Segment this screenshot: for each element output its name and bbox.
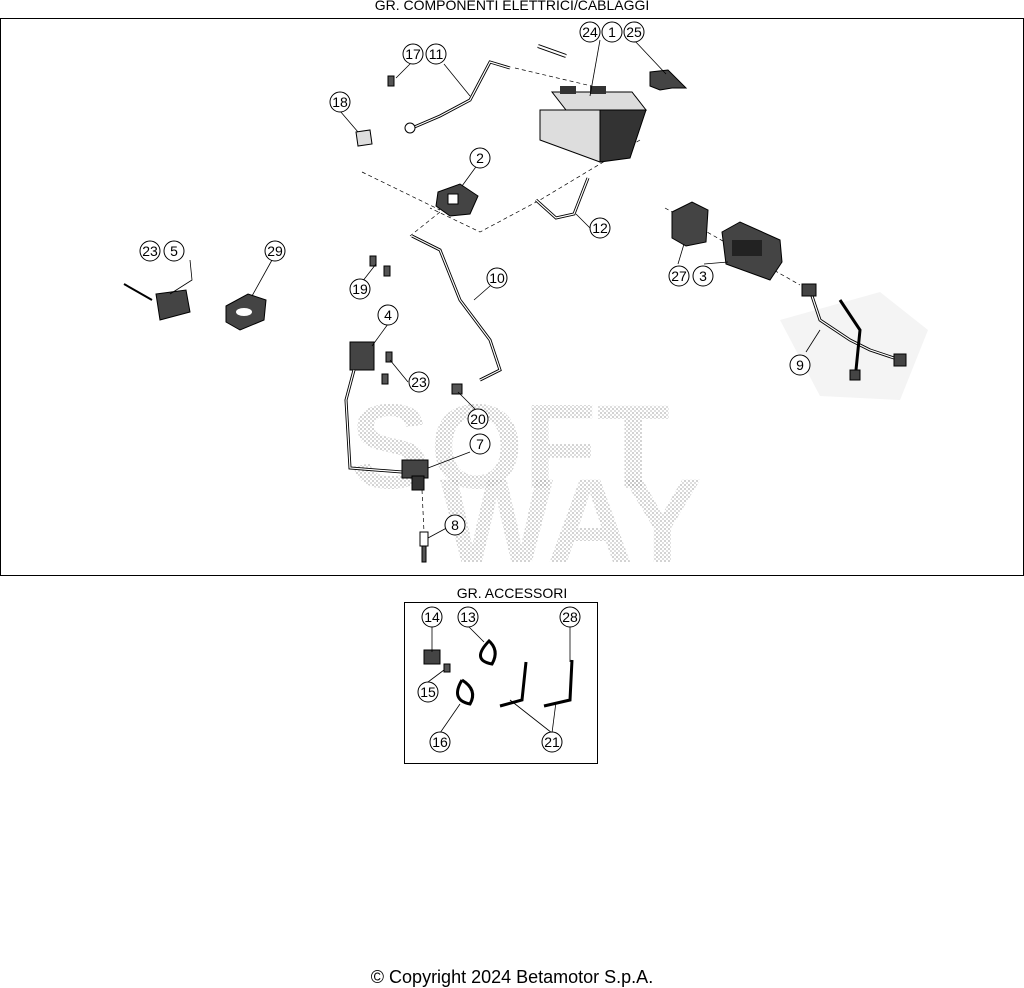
- callout-12: 12: [589, 217, 611, 239]
- callout-25: 25: [623, 21, 645, 43]
- electrical-section-title: GR. COMPONENTI ELETTRICI/CABLAGGI: [374, 0, 650, 13]
- watermark-line1: SOFT: [350, 380, 670, 514]
- main-harness-part: [411, 234, 502, 382]
- svg-text:12: 12: [592, 220, 608, 236]
- svg-text:8: 8: [451, 517, 459, 533]
- screws-part: [369, 255, 391, 277]
- sensor-part: [123, 283, 191, 321]
- svg-text:20: 20: [470, 411, 486, 427]
- svg-text:25: 25: [626, 24, 642, 40]
- svg-text:19: 19: [352, 281, 368, 297]
- accessories-parts: [423, 638, 574, 708]
- spark-plug-cap-part: [401, 459, 429, 491]
- bolt-part: [537, 44, 567, 58]
- svg-text:23: 23: [142, 243, 158, 259]
- accessories-section-title: GR. ACCESSORI: [456, 585, 568, 601]
- svg-text:4: 4: [384, 307, 392, 323]
- callout-9: 9: [789, 354, 811, 376]
- callout-4: 4: [377, 304, 399, 326]
- svg-text:9: 9: [796, 357, 804, 373]
- copyright-footer: © Copyright 2024 Betamotor S.p.A.: [370, 967, 654, 987]
- callout-8: 8: [444, 514, 466, 536]
- callout-17: 17: [402, 43, 424, 65]
- svg-text:27: 27: [671, 268, 687, 284]
- callout-23a: 23: [139, 240, 161, 262]
- watermark-line2: WAY: [440, 454, 702, 588]
- bracket-part: [423, 649, 441, 665]
- nut-part: [451, 383, 463, 395]
- cdi-unit-part: [721, 221, 783, 281]
- callout-5: 5: [163, 240, 185, 262]
- clamp-part: [456, 678, 475, 706]
- accessories-diagram-frame: [404, 602, 598, 764]
- battery-cable-part: [404, 60, 511, 134]
- svg-text:16: 16: [432, 734, 448, 750]
- svg-text:5: 5: [170, 243, 178, 259]
- sub-harness-part: [780, 283, 928, 400]
- callout-13: 13: [457, 606, 479, 628]
- ignition-coil-part: [344, 341, 403, 474]
- callouts: 24 1 25 17 11 18 2 12 23 5 29 19 10 27 3…: [139, 21, 811, 753]
- svg-text:14: 14: [424, 609, 440, 625]
- watermark: SOFT WAY: [350, 380, 702, 588]
- callout-19: 19: [349, 278, 371, 300]
- callout-23b: 23: [408, 371, 430, 393]
- relay-part: [435, 183, 479, 217]
- callout-28: 28: [559, 606, 581, 628]
- svg-text:13: 13: [460, 609, 476, 625]
- svg-text:24: 24: [582, 24, 598, 40]
- svg-text:1: 1: [608, 24, 616, 40]
- terminal-cover-part: [649, 69, 688, 91]
- callout-14: 14: [421, 606, 443, 628]
- callout-21: 21: [541, 731, 563, 753]
- svg-text:15: 15: [420, 684, 436, 700]
- screw-part: [443, 663, 451, 673]
- callout-11: 11: [425, 43, 447, 65]
- callout-29: 29: [264, 240, 286, 262]
- svg-text:18: 18: [332, 94, 348, 110]
- svg-text:17: 17: [405, 46, 421, 62]
- svg-text:7: 7: [476, 436, 484, 452]
- clamp-part: [479, 638, 497, 666]
- callout-24: 24: [579, 21, 601, 43]
- svg-text:29: 29: [267, 243, 283, 259]
- holder-part: [543, 659, 574, 708]
- svg-text:21: 21: [544, 734, 560, 750]
- svg-text:2: 2: [476, 150, 484, 166]
- callout-27: 27: [668, 265, 690, 287]
- callout-15: 15: [417, 681, 439, 703]
- holder-part: [499, 661, 528, 708]
- callout-7: 7: [469, 433, 491, 455]
- callout-10: 10: [486, 267, 508, 289]
- ground-cable-part: [534, 177, 590, 220]
- leader-lines: [169, 39, 821, 734]
- svg-text:3: 3: [699, 268, 707, 284]
- svg-text:23: 23: [411, 374, 427, 390]
- clip-part: [355, 129, 373, 147]
- callout-2: 2: [469, 147, 491, 169]
- callout-18: 18: [329, 91, 351, 113]
- svg-text:11: 11: [429, 46, 444, 62]
- cover-part: [671, 201, 709, 247]
- callout-1: 1: [601, 21, 623, 43]
- callout-16: 16: [429, 731, 451, 753]
- callout-20: 20: [467, 408, 489, 430]
- screw-part: [387, 75, 395, 87]
- spark-plug-part: [419, 531, 429, 563]
- battery-part: [539, 86, 648, 163]
- regulator-part: [225, 293, 267, 331]
- svg-text:28: 28: [562, 609, 578, 625]
- svg-text:10: 10: [489, 270, 505, 286]
- callout-3: 3: [692, 265, 714, 287]
